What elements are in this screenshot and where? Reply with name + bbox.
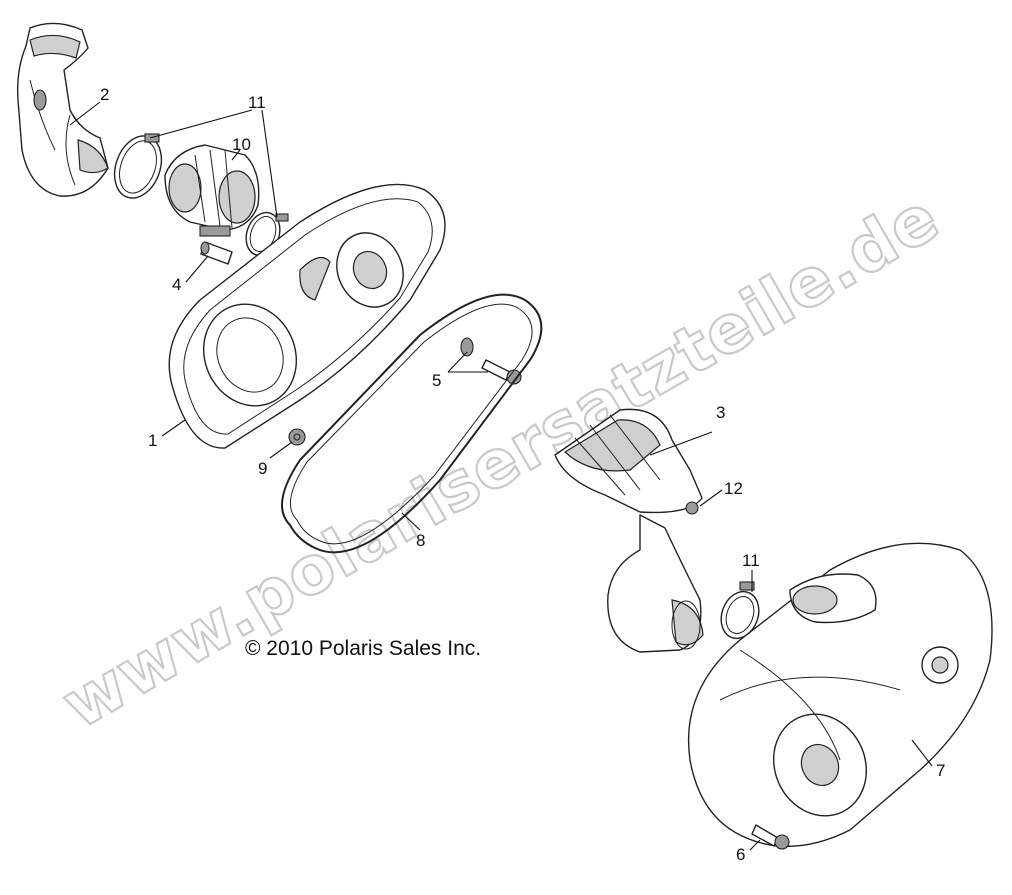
callout-3: 3: [716, 403, 725, 422]
callout-7: 7: [936, 761, 945, 780]
callout-4: 4: [172, 275, 181, 294]
bolt-part-6: [751, 824, 790, 850]
hose-clamp-upper-part: [113, 133, 163, 199]
intake-adapter-part: [164, 144, 260, 237]
bolt-washer-part-5: [460, 337, 522, 385]
callout-1: 1: [148, 431, 157, 450]
callout-8: 8: [416, 531, 425, 550]
exhaust-duct-lower-part: [607, 514, 704, 653]
callout-9: 9: [258, 459, 267, 478]
exhaust-duct-upper-part: [554, 408, 703, 514]
callout-11-upper: 11: [248, 93, 266, 112]
intake-duct-part: [16, 22, 109, 197]
callout-2: 2: [100, 85, 109, 104]
drive-belt-part: [281, 293, 543, 554]
leader-lines: [69, 101, 933, 851]
inner-clutch-cover-part: [168, 183, 446, 449]
callout-11-lower: 11: [742, 551, 760, 570]
callout-labels: 2 11 10 4 5 3 1 9 12 8 11 7 6: [100, 85, 945, 864]
pin-part: [200, 241, 233, 265]
callout-5: 5: [432, 371, 441, 390]
hose-clamp-lower-part: [720, 581, 760, 640]
screw-part-12: [685, 501, 699, 515]
callout-10: 10: [232, 135, 251, 154]
callout-12: 12: [724, 479, 743, 498]
copyright-text: © 2010 Polaris Sales Inc.: [245, 637, 481, 660]
callout-6: 6: [736, 845, 745, 864]
bolt-part-9: [288, 428, 306, 446]
outer-clutch-cover-part: [687, 542, 993, 848]
